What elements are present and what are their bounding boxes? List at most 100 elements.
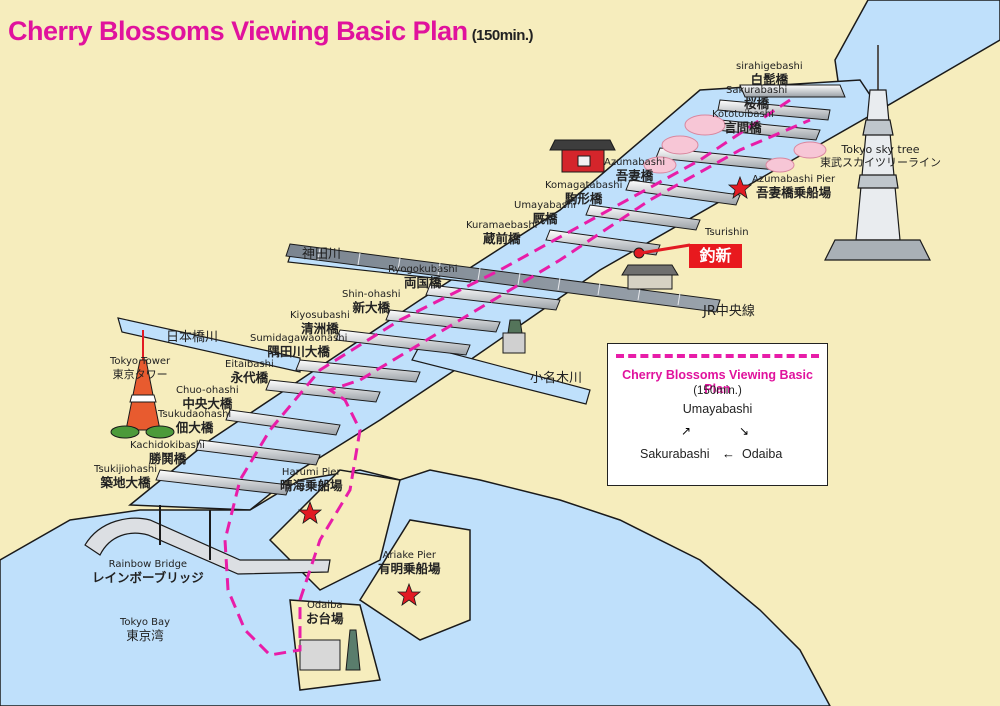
bridge-romaji: Rainbow Bridge <box>108 559 188 570</box>
cruise-route <box>223 98 811 657</box>
rainbow-bridge-towers <box>159 505 211 560</box>
landmark-romaji: Tokyo Tower <box>110 356 171 367</box>
bridge-romaji: Shin-ohashi <box>342 289 401 300</box>
pier-romaji: Harumi Pier <box>281 467 341 478</box>
bridge-romaji: Tsukudaohashi <box>158 409 232 420</box>
harumi-pier-star <box>297 500 323 524</box>
route-legend: Cherry Blossoms Viewing Basic Plan (150m… <box>607 343 828 486</box>
bridge-japanese: 築地大橋 <box>100 475 151 490</box>
nihonbashi-river-label: 日本橋川 <box>166 330 219 345</box>
pier-japanese: お台場 <box>306 611 344 626</box>
rainbow-bridge <box>84 517 331 575</box>
odaiba-statue <box>299 629 361 671</box>
pier-stars <box>297 175 753 606</box>
legend-sakurabashi: Sakurabashi <box>640 447 710 461</box>
bridge-japanese: 佃大橋 <box>175 420 214 435</box>
landmark-romaji: Tokyo Bay <box>120 617 171 628</box>
bridge-japanese: 中央大橋 <box>182 396 233 411</box>
bridge-japanese: 白髭橋 <box>750 72 789 87</box>
bridge-japanese: 両国橋 <box>404 275 442 290</box>
landmark-japanese: 東武スカイツリーライン <box>820 156 941 169</box>
bridge-romaji: Umayabashi <box>514 200 577 211</box>
bridge-japanese: 駒形橋 <box>564 191 603 206</box>
bridge-romaji: sirahigebashi <box>736 61 803 72</box>
page-title: Cherry Blossoms Viewing Basic Plan(150mi… <box>8 16 534 47</box>
nihonbashi-river-water <box>117 317 301 373</box>
bridge-japanese: 隅田川大橋 <box>267 344 330 359</box>
arrow-left-icon: ← <box>722 446 735 461</box>
bridge-japanese: 清洲橋 <box>301 321 339 336</box>
bridge-japanese: 桜橋 <box>744 96 770 111</box>
pier-japanese: 晴海乗船場 <box>280 478 343 493</box>
onagi-river-label: 小名木川 <box>530 371 583 386</box>
ariake-island <box>358 519 471 641</box>
landmark-japanese: 東京タワー <box>112 368 168 381</box>
tsurishin-romaji-label: Tsurishin <box>705 228 749 238</box>
legend-odaiba: Odaiba <box>742 447 783 461</box>
jr-chuo-line-label: JR中央線 <box>703 304 755 319</box>
sensoji-temple <box>549 139 616 173</box>
tsurishin-shop <box>621 243 691 290</box>
bridge-japanese: 永代橋 <box>230 370 269 385</box>
rail-ties <box>317 247 681 306</box>
bridge-romaji: Sumidagawaohashi <box>250 333 348 344</box>
bridge-japanese: レインボーブリッジ <box>92 570 204 585</box>
cherry-blossom-trees <box>643 114 827 174</box>
bridge-romaji: Kiyosubashi <box>290 310 350 321</box>
bridge-romaji: Kachidokibashi <box>130 440 205 451</box>
bridge-japanese: 蔵前橋 <box>482 231 521 246</box>
legend-route-line <box>616 354 819 358</box>
bridge-romaji: Kototoibashi <box>712 109 774 120</box>
pier-japanese: 有明乗船場 <box>378 561 441 576</box>
arrow-down-right-icon: ↘ <box>739 424 750 438</box>
bridge-japanese: 厩橋 <box>532 211 558 226</box>
legend-duration: (150min.) <box>693 385 742 397</box>
landmark-romaji: Tsurishin <box>705 227 749 238</box>
pier-romaji: Ariake Pier <box>382 550 436 561</box>
tokyo-sky-tree <box>824 45 931 261</box>
arrow-up-right-icon: ↗ <box>681 424 692 438</box>
bridge-romaji: Komagatabashi <box>545 180 623 191</box>
bridge-romaji: Azumabashi <box>604 157 666 168</box>
pier-japanese: 吾妻橋乗船場 <box>756 185 832 200</box>
bridge-romaji: Kuramaebashi <box>466 220 538 231</box>
landmark-romaji: Tokyo sky tree <box>841 143 920 156</box>
title-duration: (150min.) <box>471 27 534 44</box>
legend-umayabashi: Umayabashi <box>682 402 753 416</box>
title-text: Cherry Blossoms Viewing Basic Plan <box>8 16 468 46</box>
tokyo-tower <box>110 330 175 439</box>
bridge-romaji: Eitaibashi <box>225 359 274 370</box>
pier-romaji: Odaiba <box>306 600 343 611</box>
onagi-river-water <box>411 344 591 405</box>
bridge-romaji: Chuo-ohashi <box>176 385 239 396</box>
bridge-japanese: 言問橋 <box>724 120 762 135</box>
jr-chuo-line <box>285 243 721 313</box>
bridge-japanese: 勝鬨橋 <box>148 451 187 466</box>
bridge-romaji: Ryogokubashi <box>388 264 458 275</box>
bridge-romaji: Tsukijiohashi <box>94 464 158 475</box>
